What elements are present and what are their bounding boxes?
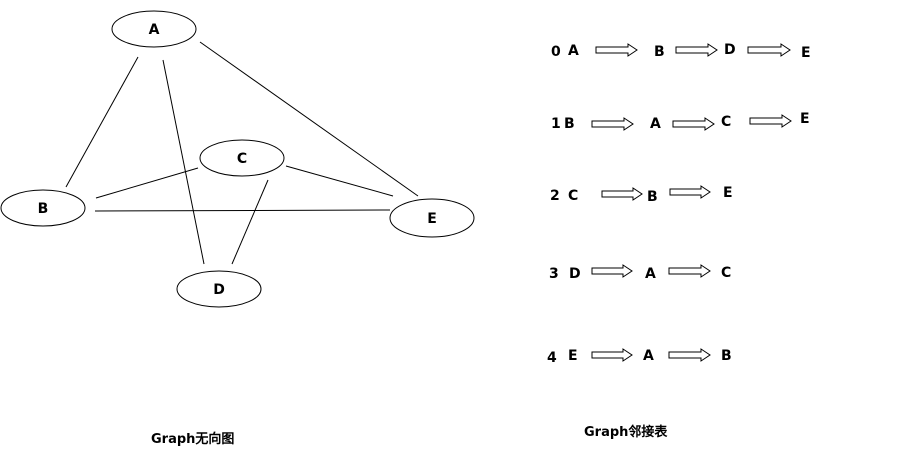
node-c <box>199 139 285 177</box>
adjacency-arrows <box>591 43 792 362</box>
node-label-d: D <box>213 282 225 298</box>
node-a <box>111 10 197 48</box>
row-0-neighbor-2: D <box>724 42 736 58</box>
edge-a-d <box>162 59 205 265</box>
adjacency-caption: Graph邻接表 <box>584 425 668 440</box>
row-4-vertex: E <box>568 348 578 364</box>
arrow-5 <box>749 114 792 128</box>
row-3-neighbor-2: C <box>721 265 732 281</box>
edge-c-e <box>285 165 394 197</box>
row-1-vertex: B <box>564 116 575 132</box>
arrow-2 <box>747 43 791 57</box>
arrow-9 <box>668 264 711 278</box>
edge-a-e <box>199 41 419 197</box>
node-label-e: E <box>427 211 437 227</box>
edge-c-d <box>231 179 269 265</box>
node-b <box>0 189 86 227</box>
row-3-neighbor-1: A <box>645 266 656 282</box>
arrow-10 <box>591 348 633 362</box>
edge-b-c <box>95 167 199 199</box>
arrow-7 <box>669 185 711 199</box>
row-0-neighbor-3: E <box>801 45 811 61</box>
row-1-neighbor-1: A <box>650 116 661 132</box>
arrow-6 <box>601 187 643 201</box>
node-label-c: C <box>237 151 247 167</box>
row-1-neighbor-2: C <box>721 114 732 130</box>
row-2-vertex: C <box>568 188 579 204</box>
row-0-index: 0 <box>551 44 561 60</box>
arrow-0 <box>595 43 638 57</box>
row-4-neighbor-1: A <box>643 348 654 364</box>
node-label-b: B <box>38 201 49 217</box>
arrow-8 <box>591 264 633 278</box>
row-4-index: 4 <box>547 350 557 366</box>
node-d <box>176 270 262 308</box>
node-e <box>389 198 475 238</box>
row-2-index: 2 <box>550 188 560 204</box>
row-1-neighbor-3: E <box>800 111 810 127</box>
row-3-index: 3 <box>549 266 559 282</box>
arrow-3 <box>591 117 634 131</box>
row-1-index: 1 <box>551 116 561 132</box>
row-0-vertex: A <box>568 43 579 59</box>
row-3-vertex: D <box>569 266 581 282</box>
row-4-neighbor-2: B <box>721 348 732 364</box>
node-label-a: A <box>149 22 160 38</box>
arrow-4 <box>672 117 715 131</box>
graph-caption: Graph无向图 <box>151 432 235 447</box>
row-2-neighbor-1: B <box>647 189 658 205</box>
row-2-neighbor-2: E <box>723 185 733 201</box>
arrow-11 <box>668 348 711 362</box>
edge-b-e <box>94 209 391 212</box>
row-0-neighbor-1: B <box>654 44 665 60</box>
edge-a-b <box>65 56 139 188</box>
arrow-1 <box>675 43 718 57</box>
